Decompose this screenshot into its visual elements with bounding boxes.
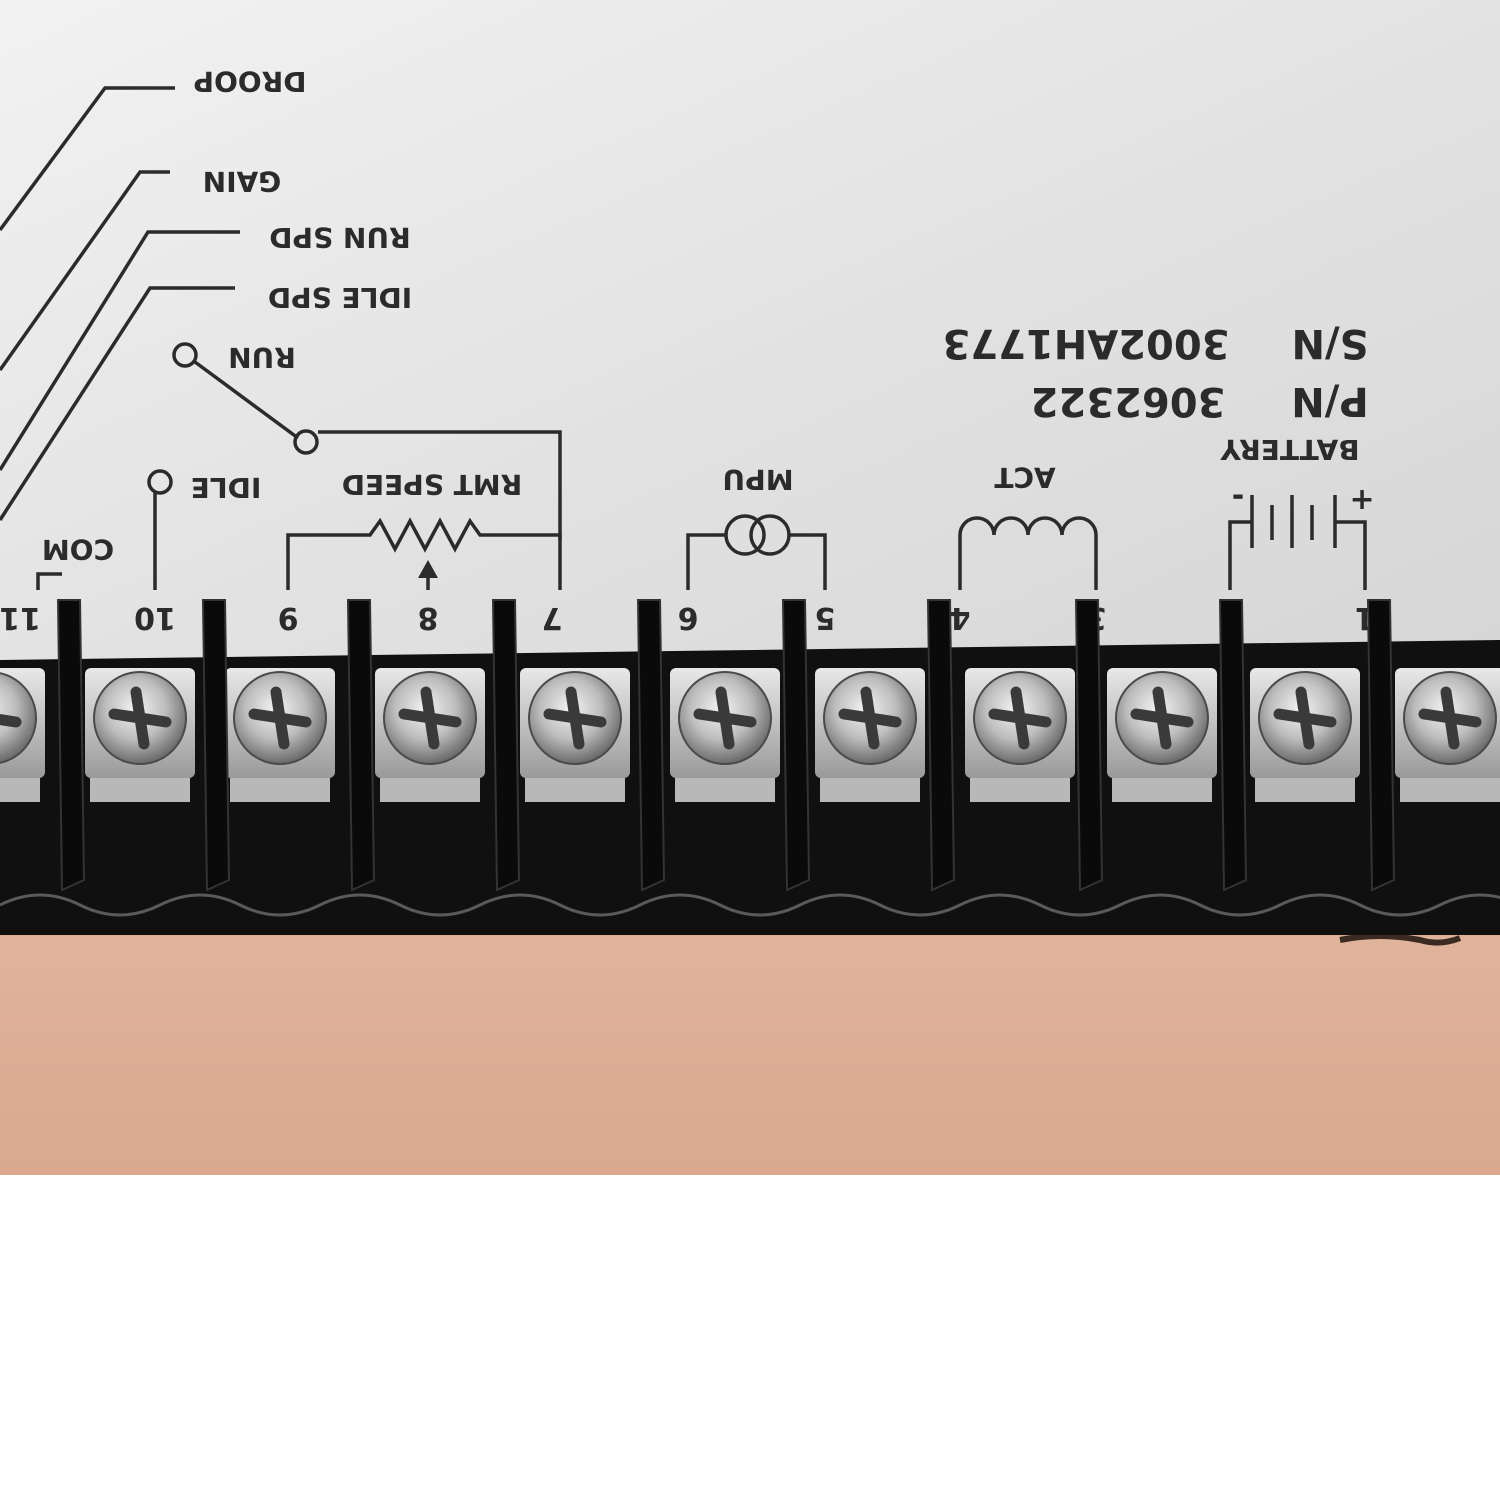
terminal-separator bbox=[56, 599, 86, 892]
idle-label: IDLE bbox=[191, 471, 262, 504]
terminal-screw[interactable] bbox=[965, 668, 1075, 802]
terminal-separator bbox=[781, 599, 811, 892]
terminal-separator bbox=[1366, 599, 1396, 892]
pn-label: P/N bbox=[1291, 378, 1368, 424]
terminal-screw[interactable] bbox=[815, 668, 925, 802]
terminal-separator bbox=[491, 599, 521, 892]
terminal-screw[interactable] bbox=[0, 668, 45, 802]
terminal-number-5: 5 bbox=[815, 600, 836, 635]
terminal-separator bbox=[201, 599, 231, 892]
terminal-number-8: 8 bbox=[418, 600, 439, 635]
terminal-screw[interactable] bbox=[225, 668, 335, 802]
gain-label: GAIN bbox=[203, 165, 282, 198]
panel-face bbox=[0, 0, 1500, 660]
run-label: RUN bbox=[228, 341, 296, 374]
terminal-screw[interactable] bbox=[85, 668, 195, 802]
terminal-screws bbox=[0, 599, 1500, 892]
terminal-number-6: 6 bbox=[678, 600, 699, 635]
terminal-separator bbox=[1074, 599, 1104, 892]
terminal-separator bbox=[1218, 599, 1248, 892]
idle-spd-label: IDLE SPD bbox=[268, 281, 412, 314]
terminal-screw[interactable] bbox=[1107, 668, 1217, 802]
terminal-number-9: 9 bbox=[278, 600, 299, 635]
com-label: COM bbox=[42, 533, 114, 566]
mpu-label: MPU bbox=[722, 463, 793, 496]
terminal-number-4: 4 bbox=[950, 600, 971, 635]
rmt-speed-label: RMT SPEED bbox=[342, 468, 522, 501]
terminal-screw[interactable] bbox=[520, 668, 630, 802]
sn-value: 3002AH1773 bbox=[942, 320, 1229, 366]
run-spd-label: RUN SPD bbox=[269, 221, 410, 254]
terminal-screw[interactable] bbox=[375, 668, 485, 802]
terminal-separator bbox=[926, 599, 956, 892]
terminal-screw[interactable] bbox=[1395, 668, 1500, 802]
terminal-screw[interactable] bbox=[1250, 668, 1360, 802]
sn-label: S/N bbox=[1292, 320, 1369, 366]
battery-plus: + bbox=[1349, 482, 1374, 517]
scratch-mark bbox=[1339, 933, 1462, 946]
terminal-separator bbox=[346, 599, 376, 892]
terminal-screw[interactable] bbox=[670, 668, 780, 802]
schematic-lines bbox=[0, 86, 1367, 590]
terminal-separator bbox=[636, 599, 666, 892]
wiper-arrow bbox=[418, 560, 438, 578]
terminal-number-11: 11 bbox=[0, 600, 41, 635]
act-label: ACT bbox=[994, 461, 1055, 494]
terminal-number-10: 10 bbox=[134, 600, 176, 635]
base-plate bbox=[0, 905, 1500, 1175]
pn-value: 3062322 bbox=[1031, 378, 1226, 424]
battery-label: BATTERY bbox=[1220, 433, 1360, 466]
terminal-number-7: 7 bbox=[542, 600, 563, 635]
battery-minus: - bbox=[1232, 480, 1244, 515]
droop-label: DROOP bbox=[194, 65, 307, 98]
